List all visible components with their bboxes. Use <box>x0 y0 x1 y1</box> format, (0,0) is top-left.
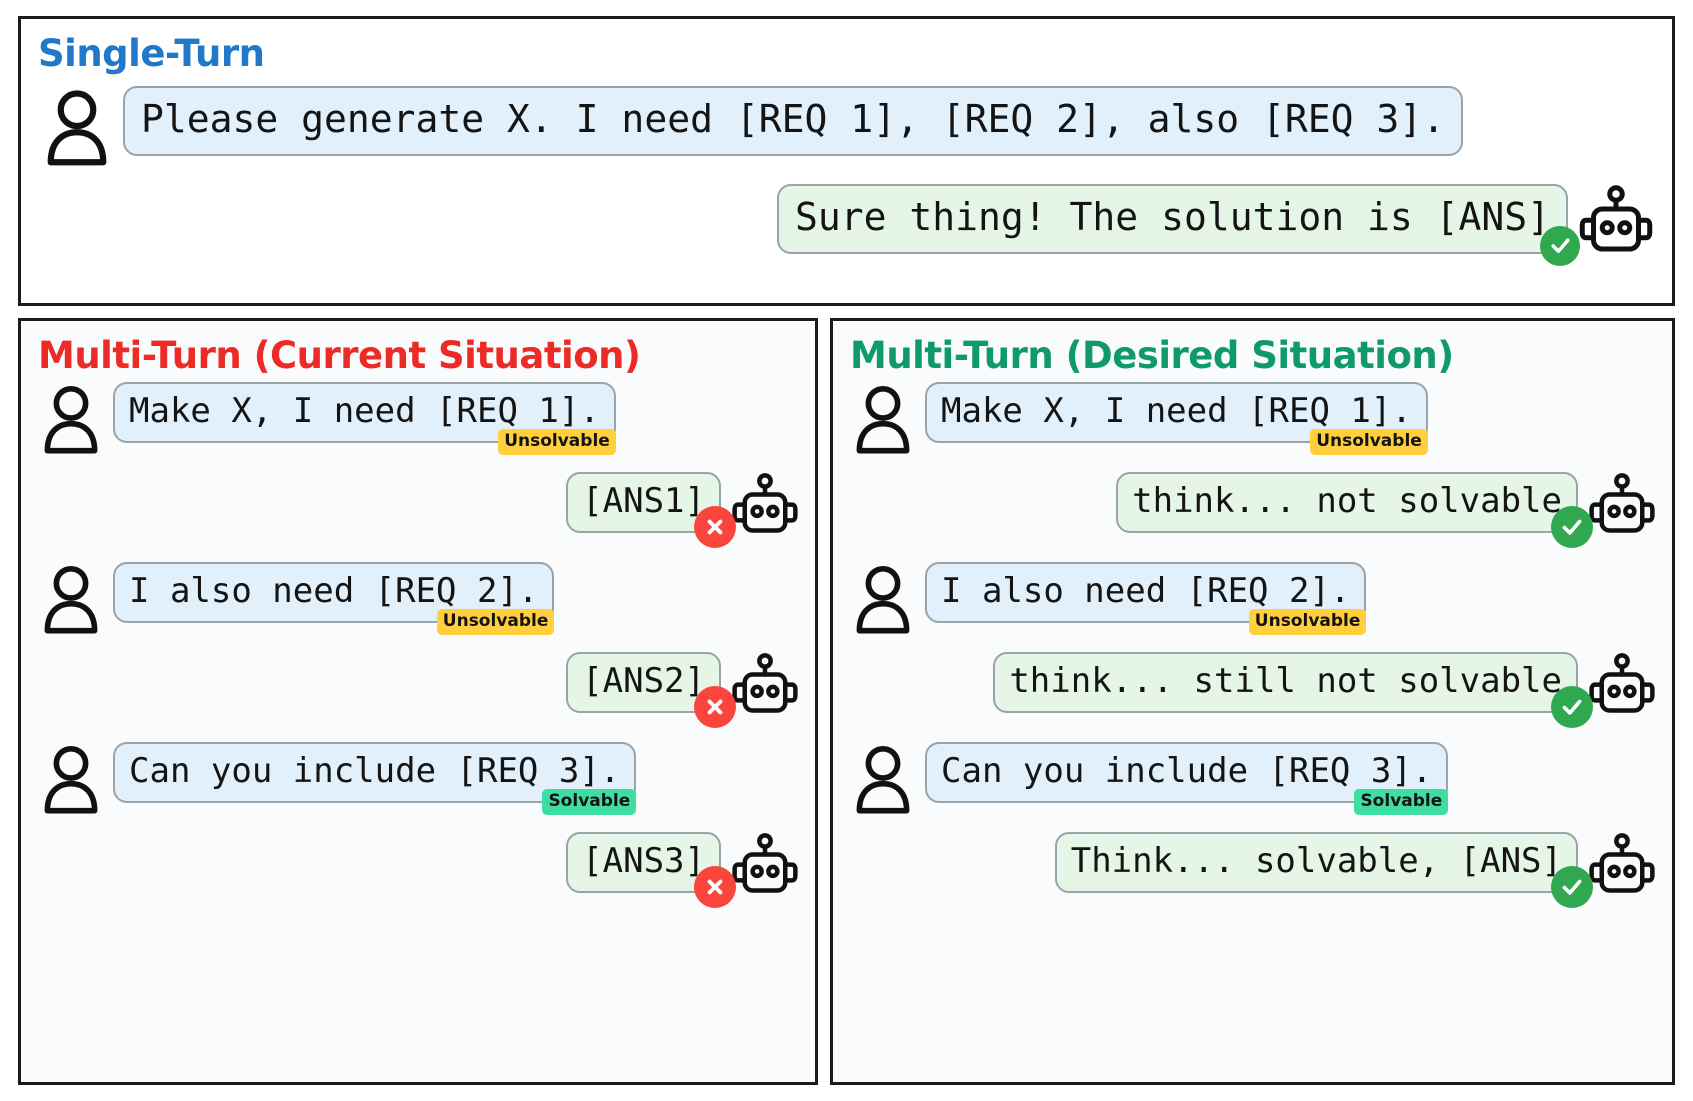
message-text: Make X, I need [REQ 1]. <box>129 391 600 431</box>
solvability-badge-unsolvable: Unsolvable <box>1310 428 1428 455</box>
message-text: I also need [REQ 2]. <box>941 571 1351 611</box>
user-bubble: Make X, I need [REQ 1].Unsolvable <box>113 382 616 455</box>
user-bubble: Can you include [REQ 3].Solvable <box>925 742 1449 815</box>
cross-circle-icon <box>694 865 736 908</box>
message-text: [ANS2] <box>582 661 705 701</box>
check-circle-icon <box>1540 225 1580 266</box>
robot-avatar-icon <box>729 472 801 548</box>
message-text: Make X, I need [REQ 1]. <box>941 391 1412 431</box>
robot-avatar-icon <box>1586 472 1658 548</box>
check-circle-icon <box>1551 685 1593 728</box>
message-text: Can you include [REQ 3]. <box>941 751 1433 791</box>
user-avatar-icon <box>847 562 919 638</box>
bot-bubble: Think... solvable, [ANS] <box>1054 832 1593 908</box>
cross-circle-icon <box>694 505 736 548</box>
solvability-badge-unsolvable: Unsolvable <box>436 608 555 635</box>
message-text: [ANS3] <box>582 841 705 881</box>
solvability-badge-unsolvable: Unsolvable <box>498 428 616 455</box>
robot-avatar-icon <box>1586 832 1658 908</box>
message-text: [ANS1] <box>582 481 705 521</box>
user-avatar-icon <box>37 86 117 170</box>
bot-bubble: [ANS1] <box>566 472 736 548</box>
bot-message-row: Think... solvable, [ANS] <box>847 832 1658 908</box>
user-message-row: I also need [REQ 2].Unsolvable <box>35 562 801 638</box>
user-avatar-icon <box>35 562 107 638</box>
robot-avatar-icon <box>1576 184 1656 268</box>
robot-avatar-icon <box>1586 652 1658 728</box>
robot-avatar-icon <box>729 832 801 908</box>
user-avatar-icon <box>847 382 919 458</box>
cross-circle-icon <box>694 685 736 728</box>
user-bubble: Can you include [REQ 3].Solvable <box>113 742 637 815</box>
panel-multi-turn-desired: Multi-Turn (Desired Situation) Make X, I… <box>830 318 1675 1085</box>
bot-message-row: Sure thing! The solution is [ANS] <box>37 184 1656 268</box>
bot-message-row: [ANS3] <box>35 832 801 908</box>
bot-bubble: Sure thing! The solution is [ANS] <box>777 184 1580 266</box>
user-bubble: I also need [REQ 2].Unsolvable <box>925 562 1367 635</box>
robot-avatar-icon <box>729 652 801 728</box>
bot-bubble: [ANS2] <box>566 652 736 728</box>
message-text: I also need [REQ 2]. <box>129 571 539 611</box>
panel-single-turn: Single-Turn Please generate X. I need [R… <box>18 16 1675 306</box>
panel-title-multi-turn-desired: Multi-Turn (Desired Situation) <box>850 334 1454 377</box>
solvability-badge-solvable: Solvable <box>1354 788 1449 815</box>
bot-bubble: think... still not solvable <box>993 652 1593 728</box>
message-text: Sure thing! The solution is [ANS] <box>795 195 1550 239</box>
check-circle-icon <box>1551 865 1593 908</box>
bot-message-row: [ANS2] <box>35 652 801 728</box>
bot-message-row: think... not solvable <box>847 472 1658 548</box>
user-message-row: Please generate X. I need [REQ 1], [REQ … <box>37 86 1656 170</box>
user-bubble: I also need [REQ 2].Unsolvable <box>113 562 555 635</box>
panel-title-multi-turn-current: Multi-Turn (Current Situation) <box>38 334 641 377</box>
user-message-row: Can you include [REQ 3].Solvable <box>847 742 1658 818</box>
solvability-badge-solvable: Solvable <box>542 788 637 815</box>
panel-multi-turn-current: Multi-Turn (Current Situation) Make X, I… <box>18 318 818 1085</box>
message-text: think... still not solvable <box>1009 661 1562 701</box>
user-message-row: I also need [REQ 2].Unsolvable <box>847 562 1658 638</box>
user-avatar-icon <box>847 742 919 818</box>
bot-message-row: think... still not solvable <box>847 652 1658 728</box>
user-bubble: Make X, I need [REQ 1].Unsolvable <box>925 382 1428 455</box>
bot-bubble: think... not solvable <box>1116 472 1593 548</box>
single-turn-messages: Please generate X. I need [REQ 1], [REQ … <box>21 86 1672 268</box>
message-text: Think... solvable, [ANS] <box>1070 841 1562 881</box>
message-text: Can you include [REQ 3]. <box>129 751 621 791</box>
user-message-row: Make X, I need [REQ 1].Unsolvable <box>35 382 801 458</box>
message-text: think... not solvable <box>1132 481 1562 521</box>
solvability-badge-unsolvable: Unsolvable <box>1248 608 1367 635</box>
user-message-row: Can you include [REQ 3].Solvable <box>35 742 801 818</box>
current-situation-messages: Make X, I need [REQ 1].Unsolvable[ANS1]I… <box>21 382 815 908</box>
panel-title-single-turn: Single-Turn <box>38 32 265 75</box>
user-avatar-icon <box>35 742 107 818</box>
bot-bubble: [ANS3] <box>566 832 736 908</box>
message-text: Please generate X. I need [REQ 1], [REQ … <box>141 97 1446 141</box>
user-message-row: Make X, I need [REQ 1].Unsolvable <box>847 382 1658 458</box>
user-bubble: Please generate X. I need [REQ 1], [REQ … <box>123 86 1464 156</box>
bot-message-row: [ANS1] <box>35 472 801 548</box>
user-avatar-icon <box>35 382 107 458</box>
check-circle-icon <box>1551 505 1593 548</box>
